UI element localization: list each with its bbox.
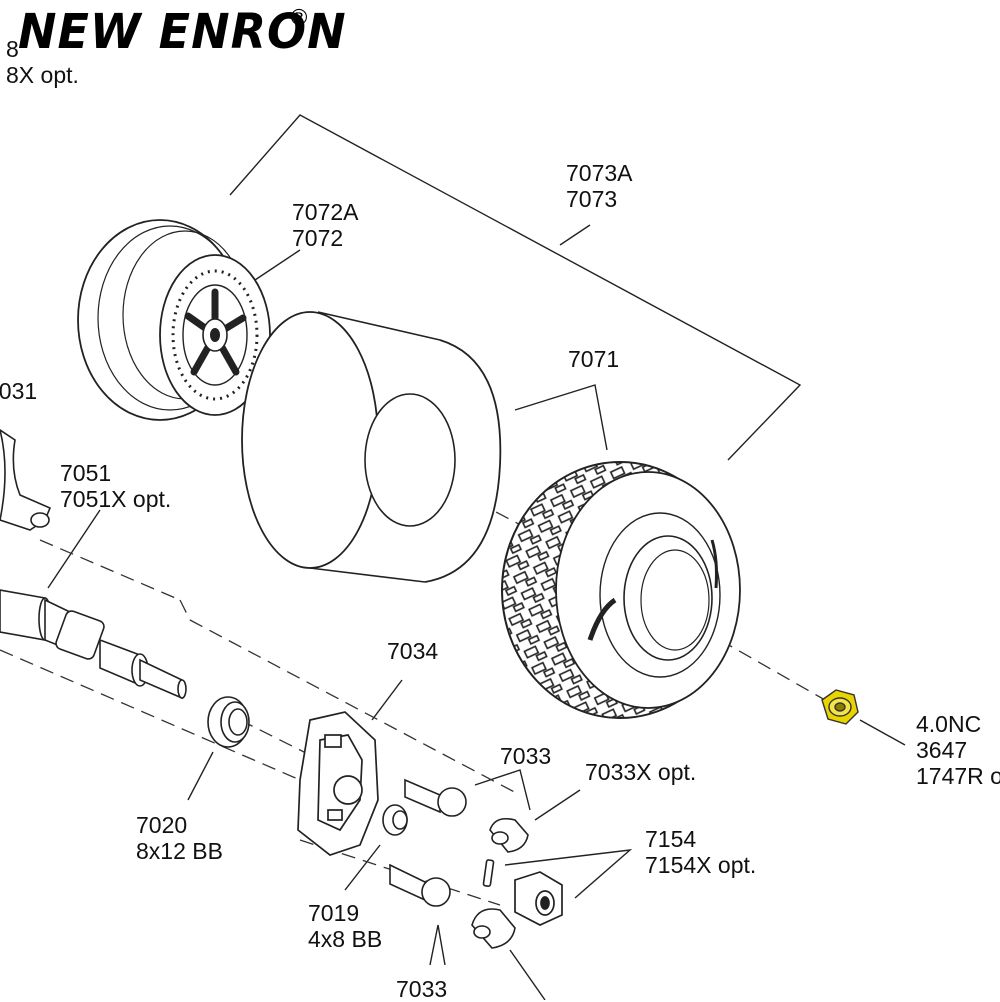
suspension-arm-drawing — [0, 429, 52, 531]
wheel-nut-drawing — [821, 689, 859, 725]
leader-bottom — [509, 949, 546, 1000]
callout-nut: 4.0NC 3647 1747R o — [916, 711, 1000, 789]
leader-lines — [47, 114, 906, 1000]
callout-top-left: 8 8X opt. — [6, 36, 79, 88]
callout-pivot-upper-opt: 7033X opt. — [585, 759, 696, 785]
callout-tire-line1: 7071 — [568, 346, 620, 372]
pivot-cup-upper-drawing — [489, 817, 529, 853]
leader-tire — [514, 384, 608, 451]
bearing-small-drawing — [382, 804, 408, 836]
callout-pivot-upper: 7033 — [500, 743, 551, 769]
callout-top-left-line2: 8X opt. — [6, 62, 79, 88]
callout-carrier: 7034 — [387, 638, 438, 664]
callout-bearing-small-line1: 7019 — [308, 900, 360, 926]
callout-left-edge-line1: 7031 — [0, 378, 38, 404]
wheel-rim-drawing — [77, 219, 271, 421]
leader-nut — [859, 719, 906, 746]
callout-pivot-upper-line1: 7033 — [500, 743, 552, 769]
callout-driveshaft-line2: 7051X opt. — [60, 486, 172, 512]
pivot-ball-lower-drawing — [389, 863, 451, 907]
callout-pivot-lower-line1: 7033 — [396, 976, 448, 1002]
leader-bearing-small — [344, 844, 381, 891]
callout-hex-pin-line2: 7154X opt. — [645, 852, 757, 878]
callout-bearing-large: 7020 8x12 BB — [136, 812, 223, 864]
callout-tire-assembly-line2: 7073 — [566, 186, 618, 212]
callout-hex-pin: 7154 7154X opt. — [645, 826, 756, 878]
callout-pivot-lower: 7033 — [396, 976, 447, 1002]
callout-left-edge: 7031 — [0, 378, 37, 404]
callout-top-left-line1: 8 — [6, 36, 19, 62]
leader-bearing-large — [187, 751, 214, 801]
leader-carrier — [371, 679, 403, 721]
leader-pivot-lower — [429, 924, 446, 966]
callout-driveshaft: 7051 7051X opt. — [60, 460, 171, 512]
callout-nut-line3: 1747R o — [916, 763, 1000, 789]
wheel-hex-drawing — [514, 871, 563, 926]
callout-tire-assembly: 7073A 7073 — [566, 160, 633, 212]
callout-carrier-line1: 7034 — [387, 638, 439, 664]
callout-nut-line1: 4.0NC — [916, 711, 982, 737]
leader-pivot-upper-opt — [534, 789, 581, 821]
driveshaft-drawing — [0, 589, 187, 700]
tire-drawing — [501, 461, 741, 719]
leader-wheel — [254, 249, 301, 281]
leader-pivot-upper — [474, 769, 531, 811]
callout-tire-assembly-line1: 7073A — [566, 160, 633, 186]
hex-pin-drawing — [482, 859, 495, 887]
foam-insert-drawing — [241, 310, 502, 583]
registered-mark: ® — [288, 6, 310, 31]
callout-hex-pin-line1: 7154 — [645, 826, 697, 852]
callout-pivot-upper-opt-line1: 7033X opt. — [585, 759, 697, 785]
callout-tire: 7071 — [568, 346, 619, 372]
callout-bearing-small: 7019 4x8 BB — [308, 900, 382, 952]
brand-name: NEW ENRON — [18, 2, 347, 60]
callout-nut-line2: 3647 — [916, 737, 968, 763]
callout-bearing-large-line2: 8x12 BB — [136, 838, 223, 864]
tire-assembly-bracket — [229, 114, 802, 461]
callout-bearing-small-line2: 4x8 BB — [308, 926, 383, 952]
callout-bearing-large-line1: 7020 — [136, 812, 188, 838]
callout-wheel: 7072A 7072 — [292, 199, 359, 251]
bearing-large-drawing — [207, 696, 250, 748]
pivot-ball-upper-drawing — [404, 778, 467, 817]
carrier-drawing — [297, 711, 379, 856]
leader-driveshaft — [47, 509, 101, 589]
callout-driveshaft-line1: 7051 — [60, 460, 112, 486]
callout-wheel-line1: 7072A — [292, 199, 359, 225]
leader-tire-assembly — [559, 224, 591, 246]
callout-wheel-line2: 7072 — [292, 225, 344, 251]
brand-logo: NEW ENRON — [18, 3, 347, 60]
leader-hex-pin — [504, 849, 633, 899]
pivot-cup-lower-drawing — [471, 908, 516, 949]
